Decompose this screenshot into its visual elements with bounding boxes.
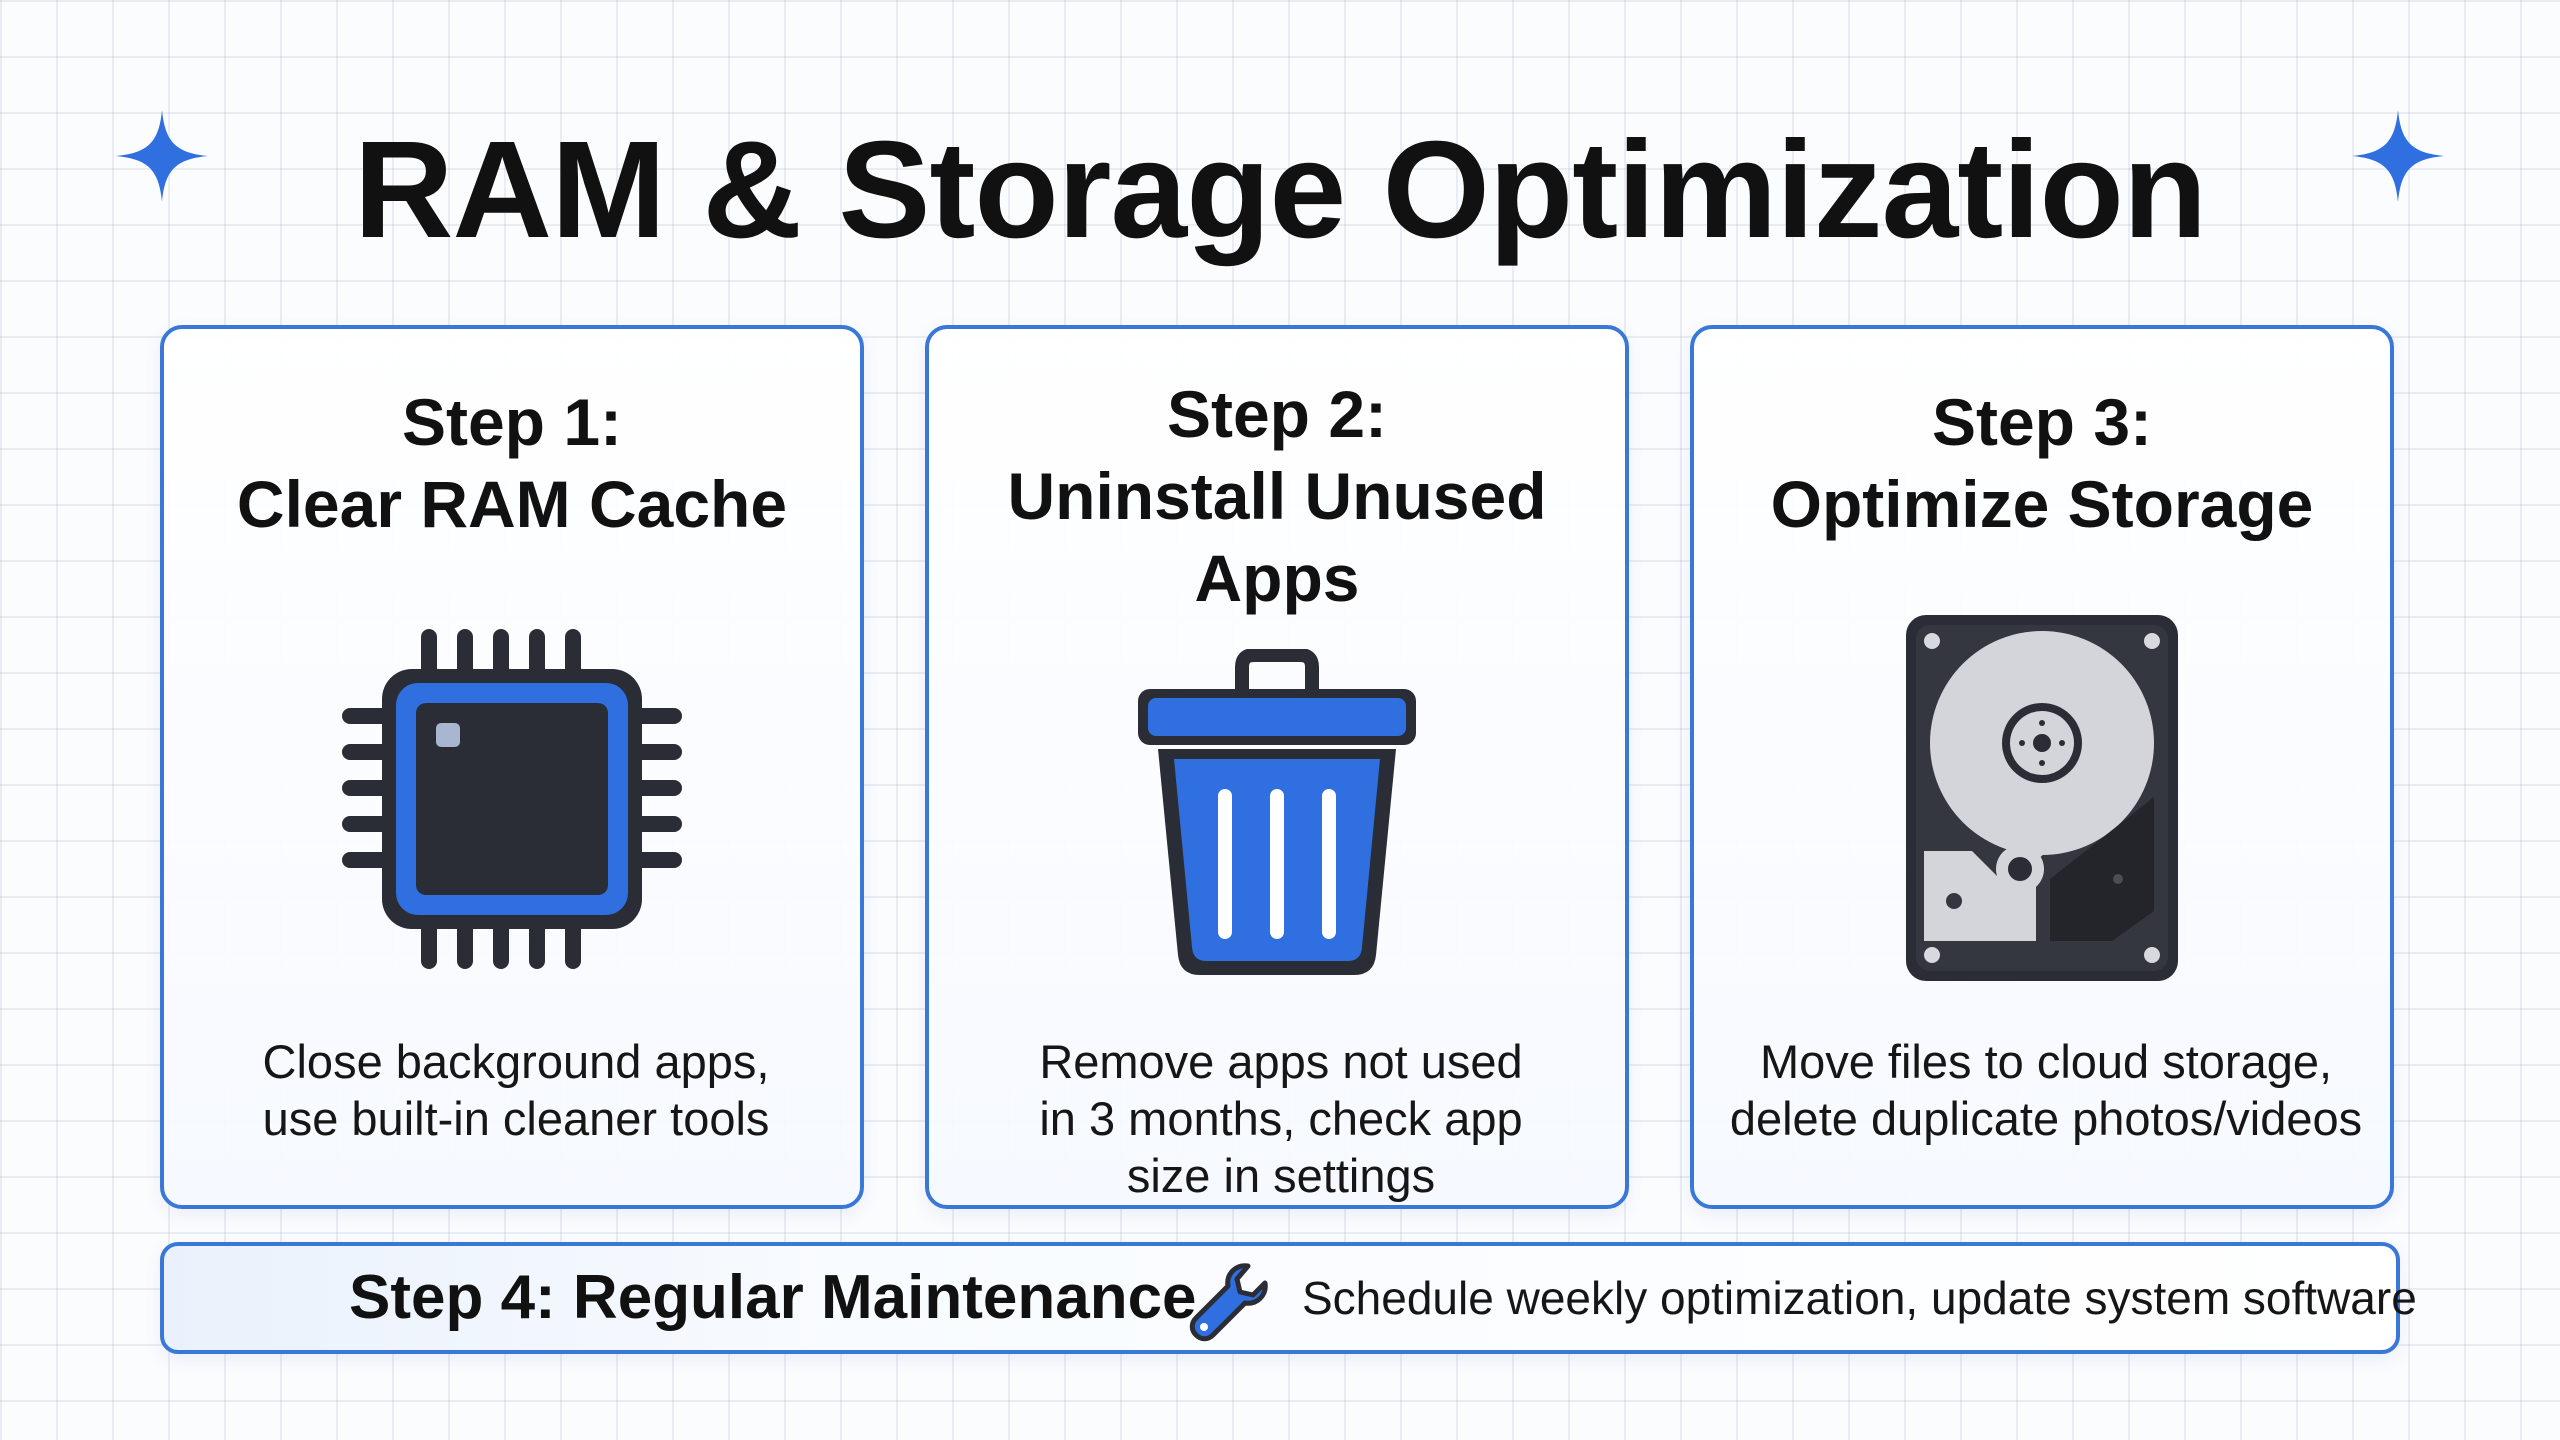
step-description-line: Remove apps not used [1039,1035,1523,1088]
hard-drive-icon [1694,611,2390,985]
step-card-3: Step 3: Optimize Storage [1690,325,2394,1209]
step-number-label: Step 1: [401,385,623,459]
sparkle-icon-right [2350,108,2446,204]
sparkle-icon [116,110,208,202]
step-card-heading: Step 3: Optimize Storage [1694,381,2390,545]
step-description: Move files to cloud storage, delete dupl… [1724,1033,2368,1147]
step-card-2: Step 2: Uninstall Unused Apps Remove app… [925,325,1629,1209]
step-description: Close background apps, use built-in clea… [194,1033,838,1147]
maintenance-title: Step 4: Regular Maintenance [349,1263,1197,1332]
maintenance-description: Schedule weekly optimization, update sys… [1302,1272,2417,1324]
step-description-line: delete duplicate photos/videos [1729,1092,2363,1145]
trash-can-icon [929,649,1625,979]
sparkle-icon-left [114,108,210,204]
step-description: Remove apps not used in 3 months, check … [959,1033,1603,1204]
wrench-icon [1186,1258,1270,1342]
maintenance-bar: Step 4: Regular Maintenance Schedule wee… [160,1242,2417,1354]
cpu-chip-icon [164,629,860,969]
sparkle-icon [2352,110,2444,202]
step-description-line: Close background apps, [262,1035,770,1088]
step-title-label: Optimize Storage [1770,467,2314,541]
step-number-label: Step 3: [1931,385,2153,459]
step-card-1: Step 1: Clear RAM Cache [160,325,864,1209]
step-card-heading: Step 2: Uninstall Unused Apps [929,373,1625,619]
step-description-line: size in settings [1126,1149,1436,1202]
step-title-label: Apps [1194,541,1360,615]
step-description-line: use built-in cleaner tools [262,1092,770,1145]
page-title: RAM & Storage Optimization [353,113,2207,267]
step-description-line: Move files to cloud storage, [1759,1035,2333,1088]
step-title-label: Clear RAM Cache [236,467,788,541]
step-title-label: Uninstall Unused [1007,459,1547,533]
step-card-heading: Step 1: Clear RAM Cache [164,381,860,545]
step-number-label: Step 2: [1166,377,1388,451]
step-description-line: in 3 months, check app [1039,1092,1523,1145]
